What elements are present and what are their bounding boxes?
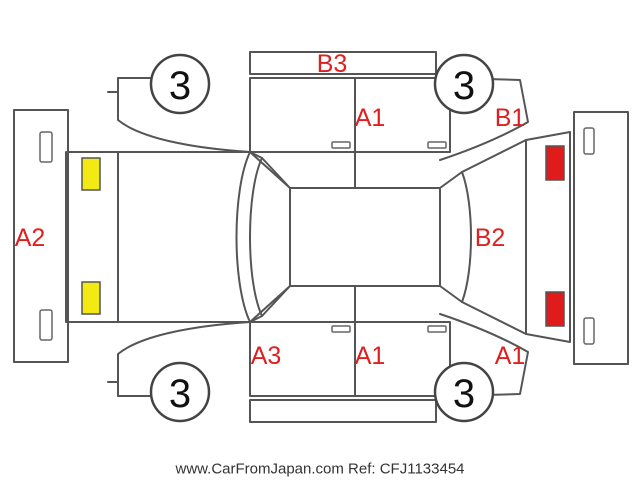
damage-code-right-sill: B3	[317, 50, 348, 78]
front-lamp-top	[81, 157, 101, 191]
rear-lamp-top	[545, 145, 565, 181]
left-side-body	[107, 51, 529, 161]
rear-bumper	[573, 111, 629, 365]
right-side-body	[107, 313, 529, 423]
damage-code-right-rear-quarter: B1	[495, 104, 526, 132]
wheel-front-left: 3	[149, 53, 211, 115]
wheel-front-right-rating: 3	[169, 372, 191, 416]
wheel-rear-right-rating: 3	[453, 372, 475, 416]
damage-code-right-door: A1	[355, 342, 386, 370]
damage-code-trunk-lid: B2	[475, 224, 506, 252]
rear-lamp-bottom	[545, 291, 565, 327]
front-bumper	[13, 109, 69, 363]
front-lamp-bottom	[81, 281, 101, 315]
damage-code-left-front-panel: A3	[251, 342, 282, 370]
wheel-front-left-rating: 3	[169, 64, 191, 108]
damage-code-left-rear-quarter: A1	[495, 342, 526, 370]
wheel-rear-right: 3	[433, 361, 495, 423]
reference-footer: www.CarFromJapan.com Ref: CFJ1133454	[175, 461, 465, 478]
wheel-rear-left: 3	[433, 53, 495, 115]
wheel-rear-left-rating: 3	[453, 64, 475, 108]
damage-code-front-bumper: A2	[15, 224, 46, 252]
wheel-front-right: 3	[149, 361, 211, 423]
car-body	[65, 77, 571, 397]
damage-code-left-door: A1	[355, 104, 386, 132]
